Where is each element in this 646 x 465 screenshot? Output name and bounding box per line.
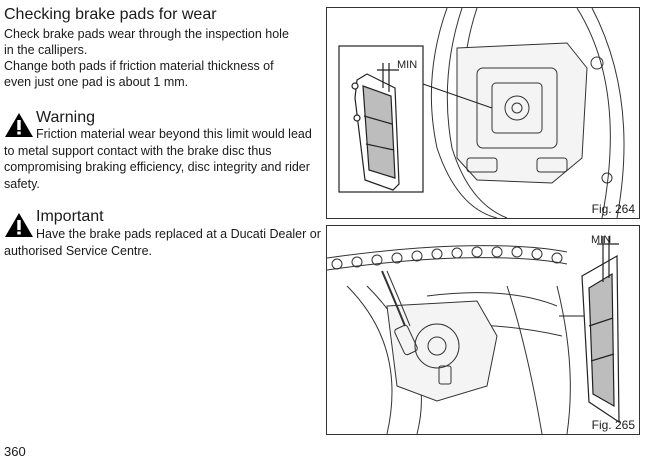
important-title: Important: [36, 208, 104, 225]
section-line-2: in the callipers.: [4, 43, 88, 57]
important-text: Have the brake pads replaced at a Ducati…: [4, 227, 321, 258]
warning-triangle-icon: [5, 213, 33, 237]
min-callout: MIN: [397, 59, 417, 71]
warning-text: Friction material wear beyond this limit…: [4, 127, 312, 191]
page-number: 360: [4, 444, 26, 459]
figure-265-label: Fig. 265: [591, 418, 635, 432]
figure-264-label: Fig. 264: [591, 202, 635, 216]
section-line-1: Check brake pads wear through the inspec…: [4, 27, 289, 41]
section-title: Checking brake pads for wear: [4, 6, 217, 23]
figure-264: MIN Fig. 264: [326, 7, 640, 219]
figure-265: MIN Fig. 265: [326, 225, 640, 435]
warning-title: Warning: [36, 109, 95, 126]
brake-pad-and-chain-illustration: MIN: [327, 234, 620, 434]
warning-triangle-icon: [5, 113, 33, 137]
min-callout: MIN: [591, 234, 611, 246]
section-line-3: Change both pads if friction material th…: [4, 59, 274, 73]
brake-caliper-illustration: MIN: [338, 8, 625, 218]
section-line-4: even just one pad is about 1 mm.: [4, 75, 189, 89]
